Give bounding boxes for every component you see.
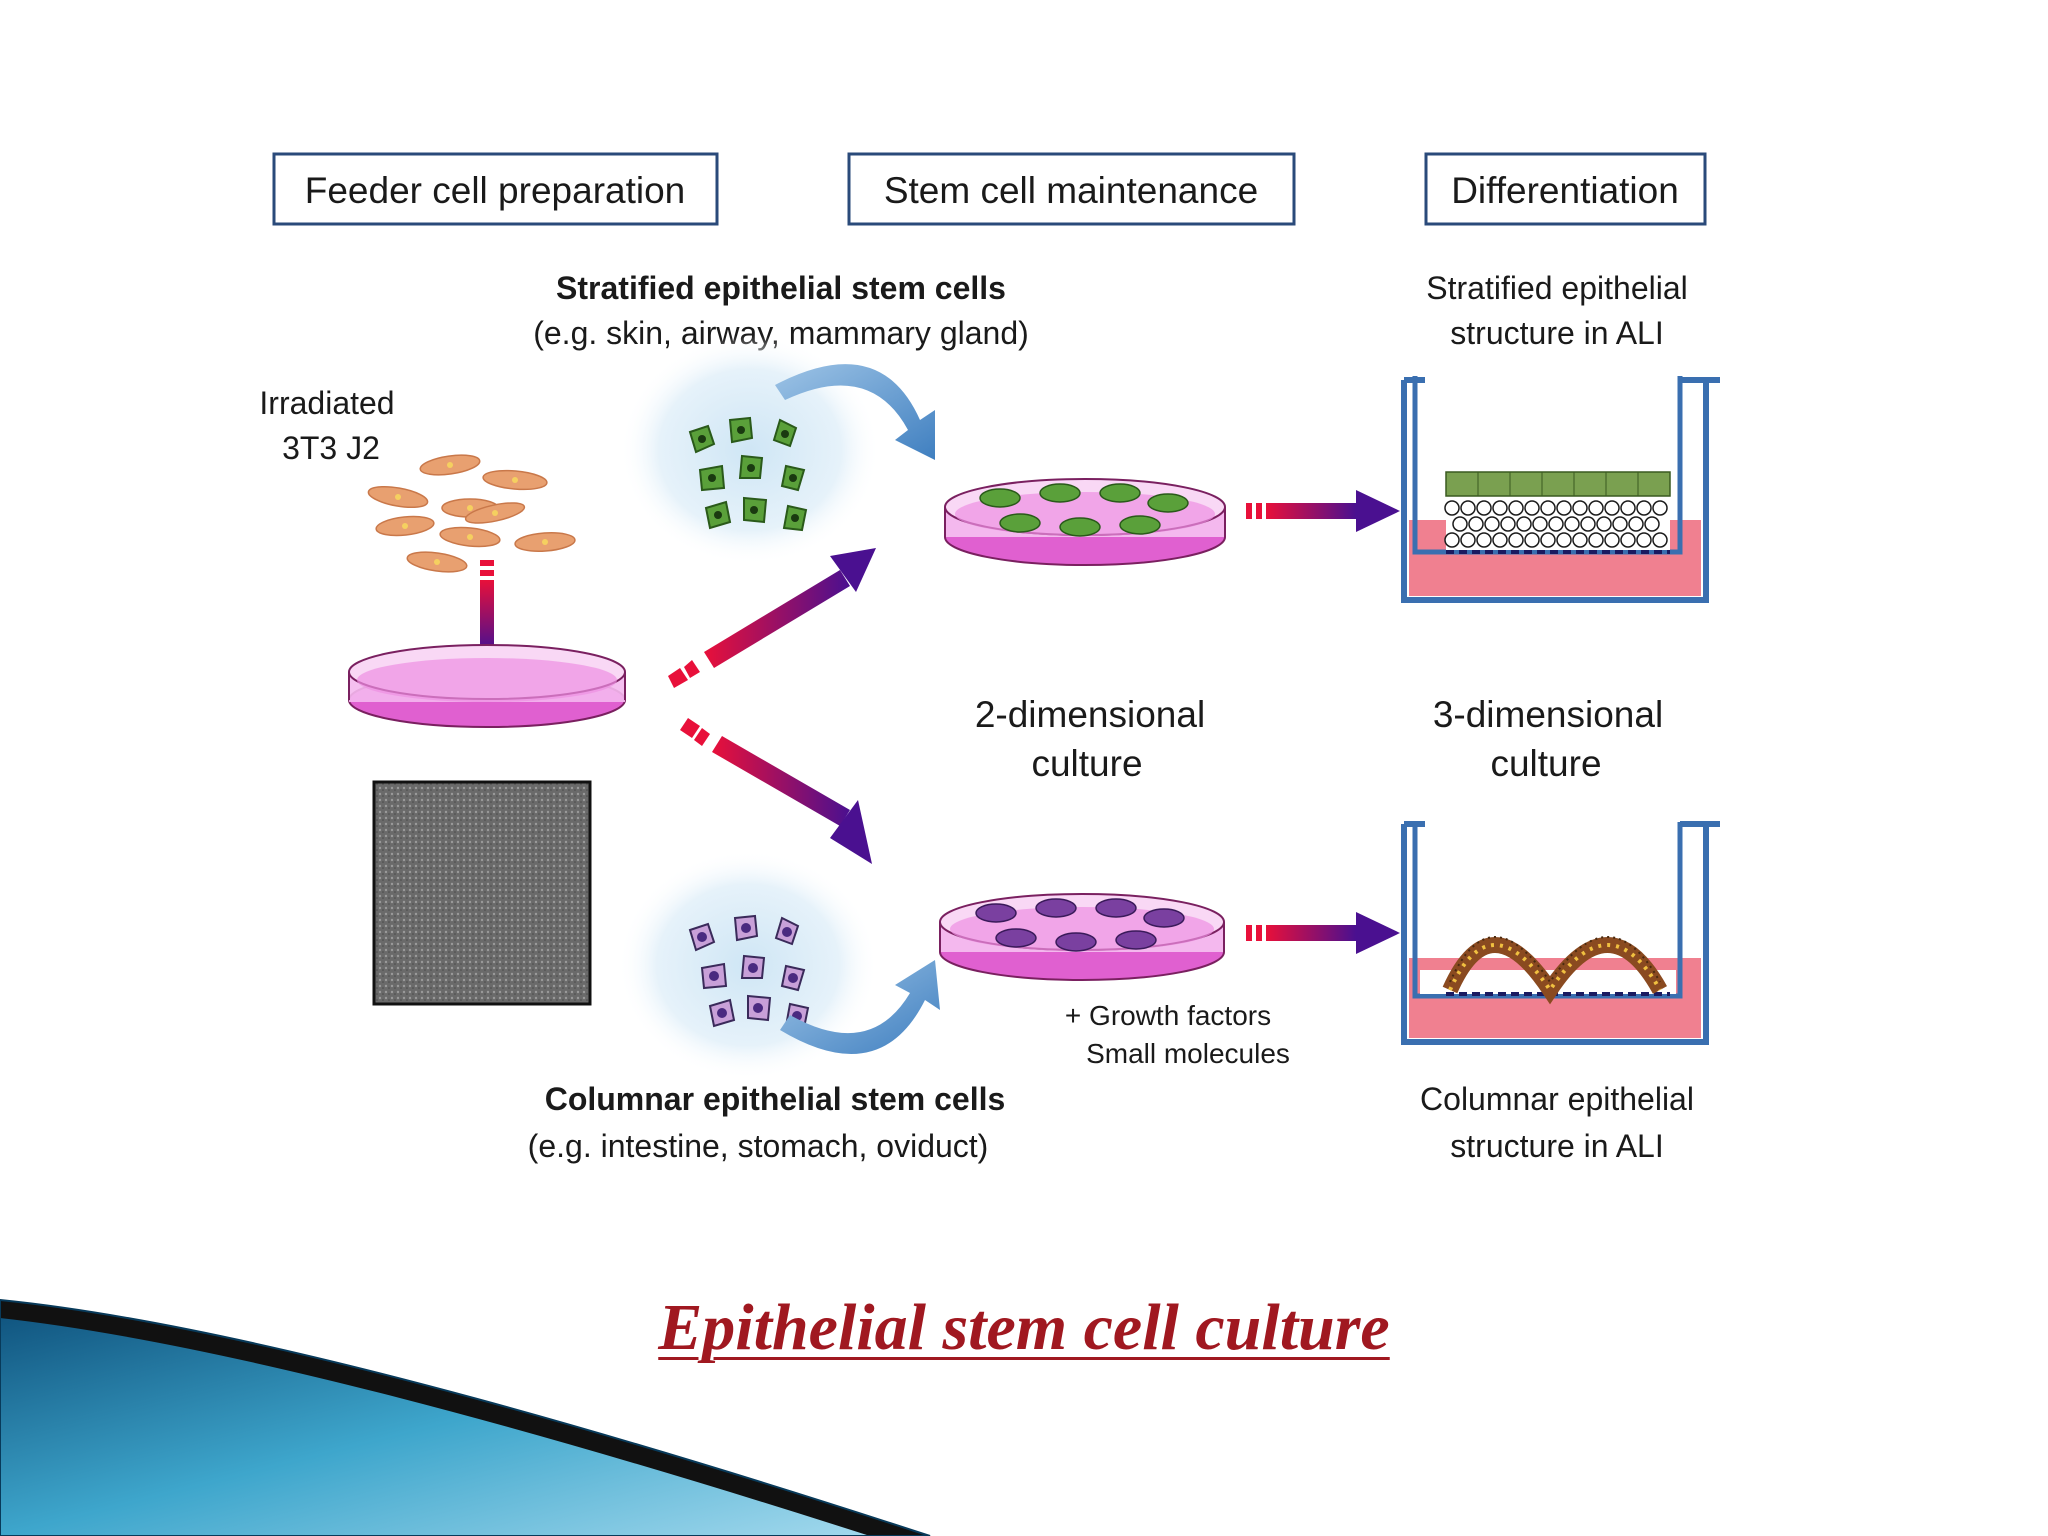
feeder-to-bottom-arrow: [680, 718, 872, 864]
feeder-micrograph: [372, 780, 592, 1006]
feeder-cell-nuclei: [395, 462, 548, 565]
stratified-title: Stratified epithelial stem cells: [556, 270, 1006, 306]
feeder-label-line1: Irradiated: [259, 385, 394, 421]
stratified-layered-cells: [1444, 500, 1668, 548]
feeder-dish: [348, 644, 626, 728]
stratified-transwell: [1401, 376, 1720, 603]
stratified-stem-cell-nuclei: [698, 426, 799, 522]
columnar-transwell: [1401, 821, 1720, 1045]
columnar-stem-cell-nuclei: [697, 923, 802, 1021]
stratified-to-3d-arrow: [1246, 490, 1400, 532]
columnar-result-line2: structure in ALI: [1450, 1128, 1663, 1164]
three-d-label-line2: culture: [1490, 743, 1601, 784]
header-differentiation: Differentiation: [1424, 152, 1707, 226]
columnar-2d-colonies: [975, 898, 1185, 952]
columnar-examples: (e.g. intestine, stomach, oviduct): [528, 1128, 989, 1164]
decorative-swoosh: [0, 1298, 931, 1536]
header-maintenance: Stem cell maintenance: [847, 152, 1296, 226]
header-maintenance-label: Stem cell maintenance: [884, 170, 1258, 211]
columnar-title: Columnar epithelial stem cells: [545, 1081, 1006, 1117]
columnar-curved-arrow: [780, 960, 940, 1054]
additives-line2: Small molecules: [1086, 1038, 1290, 1069]
header-feeder-label: Feeder cell preparation: [305, 170, 686, 211]
stratified-2d-dish: [944, 478, 1226, 566]
columnar-to-3d-arrow: [1246, 912, 1400, 954]
feeder-label-line2: 3T3 J2: [282, 430, 380, 466]
feeder-to-top-arrow: [668, 548, 876, 688]
header-differentiation-label: Differentiation: [1451, 170, 1679, 211]
header-feeder: Feeder cell preparation: [272, 152, 719, 226]
stratified-top-layer-lines: [1477, 472, 1639, 496]
additives-line1: + Growth factors: [1065, 1000, 1271, 1031]
columnar-2d-dish: [939, 893, 1225, 981]
columnar-result-line1: Columnar epithelial: [1420, 1081, 1694, 1117]
two-d-label-line1: 2-dimensional: [975, 694, 1205, 735]
two-d-label-line2: culture: [1031, 743, 1142, 784]
feeder-cells: [367, 454, 576, 573]
slide-title: Epithelial stem cell culture: [658, 1291, 1390, 1364]
three-d-label-line1: 3-dimensional: [1433, 694, 1663, 735]
stratified-2d-colonies: [979, 483, 1189, 537]
stratified-result-line1: Stratified epithelial: [1426, 270, 1687, 306]
stratified-curved-arrow: [775, 364, 935, 460]
stratified-result-line2: structure in ALI: [1450, 315, 1663, 351]
stratified-glow: [620, 335, 880, 565]
